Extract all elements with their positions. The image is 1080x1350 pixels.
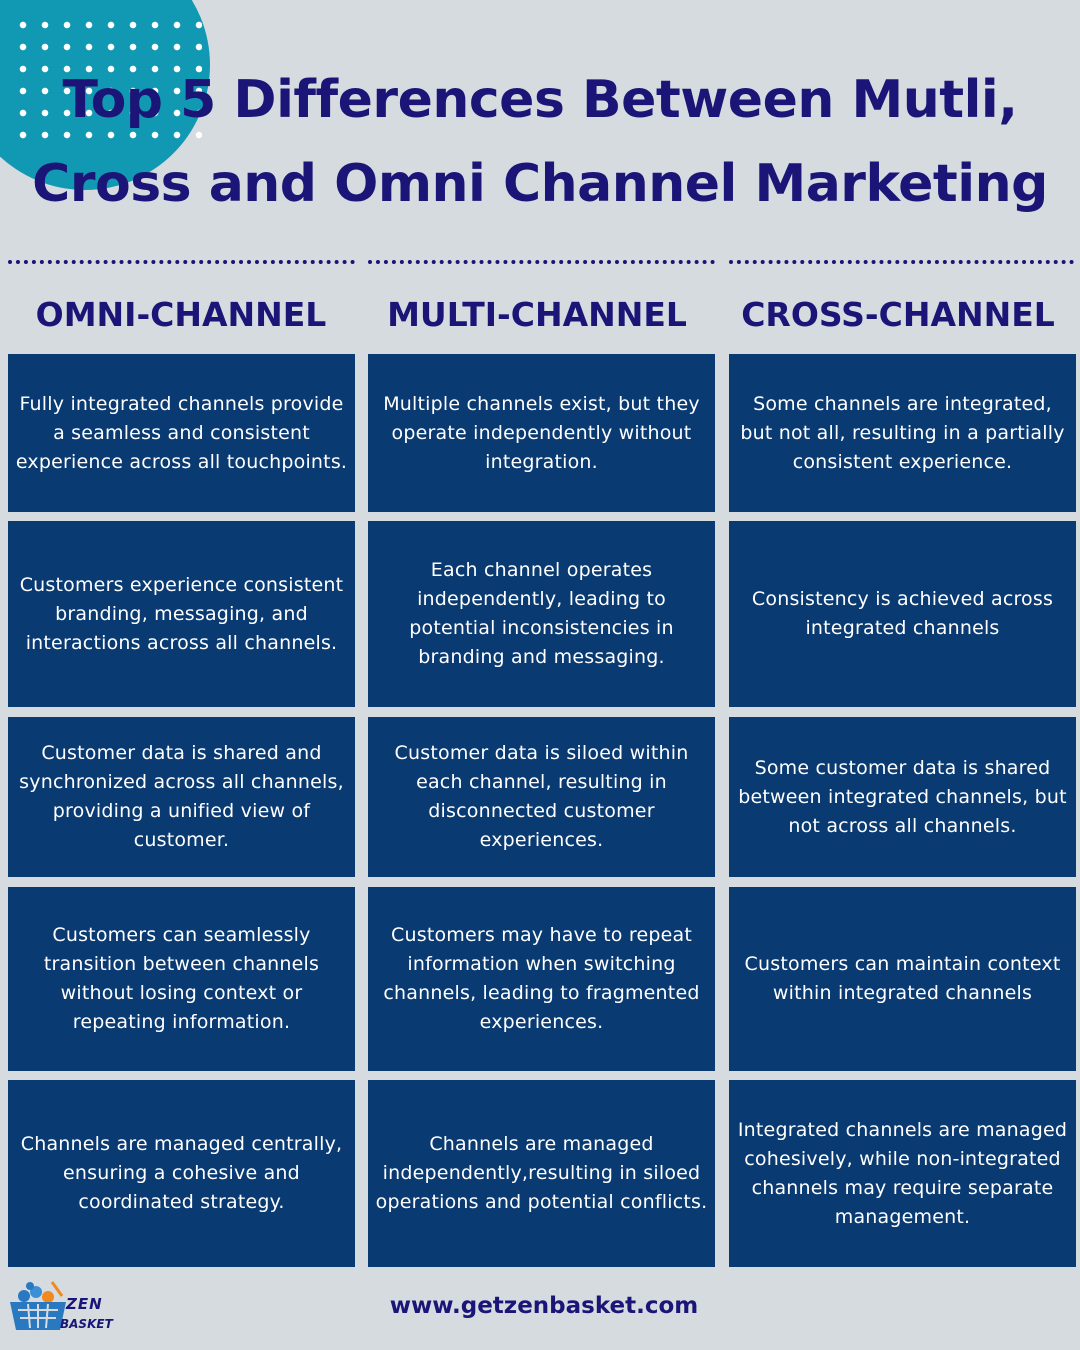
comparison-cell-omni-2: Customers experience consistent branding… bbox=[8, 521, 355, 707]
cell-text: Channels are managed independently,resul… bbox=[375, 1133, 708, 1213]
comparison-cell-omni-3: Customer data is shared and synchronized… bbox=[8, 717, 355, 877]
column-header-cross-channel: CROSS-CHANNEL bbox=[741, 295, 1055, 334]
cell-text: Customer data is siloed within each chan… bbox=[394, 742, 689, 851]
comparison-cell-cross-3: Some customer data is shared between int… bbox=[729, 717, 1076, 877]
cell-text: Multiple channels exist, but they operat… bbox=[383, 392, 700, 473]
comparison-cell-omni-1: Fully integrated channels provide a seam… bbox=[8, 354, 355, 512]
cell-text: Customers may have to repeat information… bbox=[383, 924, 700, 1033]
cell-text: Consistency is achieved across integrate… bbox=[751, 588, 1054, 639]
cell-text: Integrated channels are managed cohesive… bbox=[737, 1118, 1068, 1228]
decorative-dot-grid bbox=[12, 14, 202, 144]
comparison-cell-multi-1: Multiple channels exist, but they operat… bbox=[368, 354, 715, 512]
cell-text: Customers can maintain context within in… bbox=[744, 953, 1061, 1004]
comparison-cell-multi-4: Customers may have to repeat information… bbox=[368, 887, 715, 1071]
page-title-line-1: Top 5 Differences Between Mutli, bbox=[62, 70, 1018, 130]
comparison-cell-multi-3: Customer data is siloed within each chan… bbox=[368, 717, 715, 877]
column-divider-multi bbox=[368, 260, 715, 264]
comparison-cell-cross-4: Customers can maintain context within in… bbox=[729, 887, 1076, 1071]
logo-wordmark-basket: BASKET bbox=[60, 1317, 113, 1331]
footer-website-link[interactable]: www.getzenbasket.com bbox=[389, 1293, 699, 1319]
column-divider-omni bbox=[8, 260, 355, 264]
column-header-multi-channel: MULTI-CHANNEL bbox=[387, 295, 687, 334]
page-title: Top 5 Differences Between Mutli, Cross a… bbox=[0, 58, 1080, 226]
logo-wordmark-zen: ZEN bbox=[66, 1295, 103, 1313]
comparison-cell-cross-5: Integrated channels are managed cohesive… bbox=[729, 1080, 1076, 1267]
comparison-cell-cross-2: Consistency is achieved across integrate… bbox=[729, 521, 1076, 707]
column-divider-cross bbox=[729, 260, 1074, 264]
cell-text: Some customer data is shared between int… bbox=[738, 756, 1067, 837]
basket-icon bbox=[10, 1281, 66, 1330]
comparison-cell-cross-1: Some channels are integrated, but not al… bbox=[729, 354, 1076, 512]
cell-text: Customers experience consistent branding… bbox=[19, 573, 344, 654]
comparison-cell-omni-4: Customers can seamlessly transition betw… bbox=[8, 887, 355, 1071]
column-header-omni-channel: OMNI-CHANNEL bbox=[35, 295, 327, 334]
comparison-cell-omni-5: Channels are managed centrally, ensuring… bbox=[8, 1080, 355, 1267]
cell-text: Fully integrated channels provide a seam… bbox=[15, 392, 348, 473]
cell-text: Customer data is shared and synchronized… bbox=[19, 742, 344, 851]
page-title-line-2: Cross and Omni Channel Marketing bbox=[32, 154, 1048, 214]
cell-text: Some channels are integrated, but not al… bbox=[740, 392, 1065, 473]
cell-text: Customers can seamlessly transition betw… bbox=[43, 924, 320, 1033]
cell-text: Channels are managed centrally, ensuring… bbox=[20, 1133, 343, 1213]
zen-basket-logo bbox=[10, 1281, 66, 1330]
cell-text: Each channel operates independently, lea… bbox=[409, 559, 674, 668]
comparison-cell-multi-2: Each channel operates independently, lea… bbox=[368, 521, 715, 707]
comparison-cell-multi-5: Channels are managed independently,resul… bbox=[368, 1080, 715, 1267]
